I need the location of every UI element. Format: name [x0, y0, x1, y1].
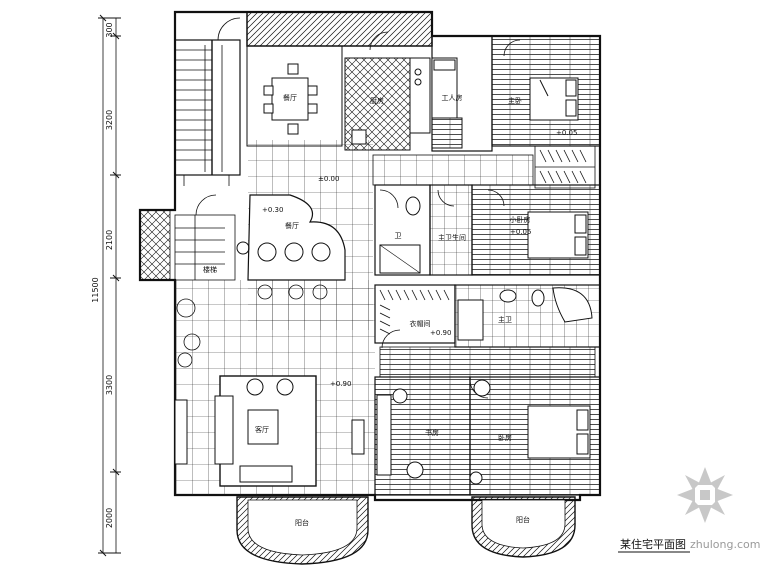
level-living: +0.90 — [330, 380, 351, 388]
watermark-text: zhulong.com — [690, 538, 760, 551]
room-label-dining: 餐厅 — [283, 93, 297, 102]
top-planter-hatch — [246, 11, 433, 47]
room-label-dressing: 衣帽间 — [410, 319, 431, 328]
bath-block: 卫 主卫生间 — [374, 184, 473, 276]
dressing-room: 衣帽间 +0.90 — [374, 284, 456, 344]
dimension-2100: 2100 — [105, 230, 114, 250]
level-dressing: +0.90 — [430, 329, 451, 337]
master-bath: 主卫 — [454, 284, 601, 348]
bottom-bedrooms: 书房 卧房 — [374, 376, 601, 496]
room-label-bed2: 卧房 — [498, 433, 512, 442]
room-label-balcony-right: 阳台 — [516, 515, 530, 524]
room-label-kitchen: 厨房 — [370, 96, 384, 105]
room-label-bath1: 卫 — [395, 232, 402, 240]
room-label-stair: 楼梯 — [203, 265, 217, 274]
maid-room: 工人房 — [431, 35, 493, 152]
level-bedroom-top: +0.05 — [556, 129, 577, 137]
dimension-chain: 300 3200 2100 3300 2000 11500 — [91, 14, 121, 557]
room-label-study: 书房 — [425, 428, 439, 437]
room-label-bath2: 主卫生间 — [438, 233, 466, 242]
room-label-balcony-left: 阳台 — [295, 518, 309, 527]
secondary-stair — [139, 209, 236, 281]
level-bedroom-mid: +0.05 — [510, 228, 531, 236]
balcony-left: 阳台 — [236, 496, 369, 565]
room-label-living: 客厅 — [255, 425, 269, 434]
room-label-maid: 工人房 — [442, 93, 463, 102]
drawing-caption: 某住宅平面图 — [620, 537, 686, 551]
dimension-2000: 2000 — [105, 508, 114, 528]
corridor-floor — [379, 346, 596, 378]
level-bay-step: +0.30 — [262, 206, 283, 214]
room-label-bath3: 主卫 — [498, 315, 512, 324]
dimension-300: 300 — [105, 22, 114, 37]
bay-niche: 餐厅 +0.30 — [236, 194, 346, 281]
room-label-master-bed: 主卧 — [508, 96, 522, 105]
wardrobe-row — [534, 145, 596, 189]
dimension-11500: 11500 — [91, 277, 100, 302]
kitchen: 厨房 — [344, 31, 431, 151]
room-label-bay: 餐厅 — [285, 221, 299, 230]
level-dining: ±0.00 — [318, 175, 339, 183]
stair-core — [174, 39, 241, 186]
dimension-3200: 3200 — [105, 110, 114, 130]
room-label-small-bed: 小卧房 — [510, 215, 531, 224]
living-room: 客厅 +0.90 — [174, 280, 375, 495]
small-bedroom: 小卧房 +0.05 — [471, 184, 601, 276]
door-swings — [195, 17, 521, 399]
dimension-3300: 3300 — [105, 375, 114, 395]
hall-tiles — [372, 154, 534, 186]
master-bedroom: 主卧 +0.05 — [491, 35, 601, 147]
balcony-right: 阳台 — [471, 496, 576, 558]
watermark-logo — [677, 467, 733, 523]
